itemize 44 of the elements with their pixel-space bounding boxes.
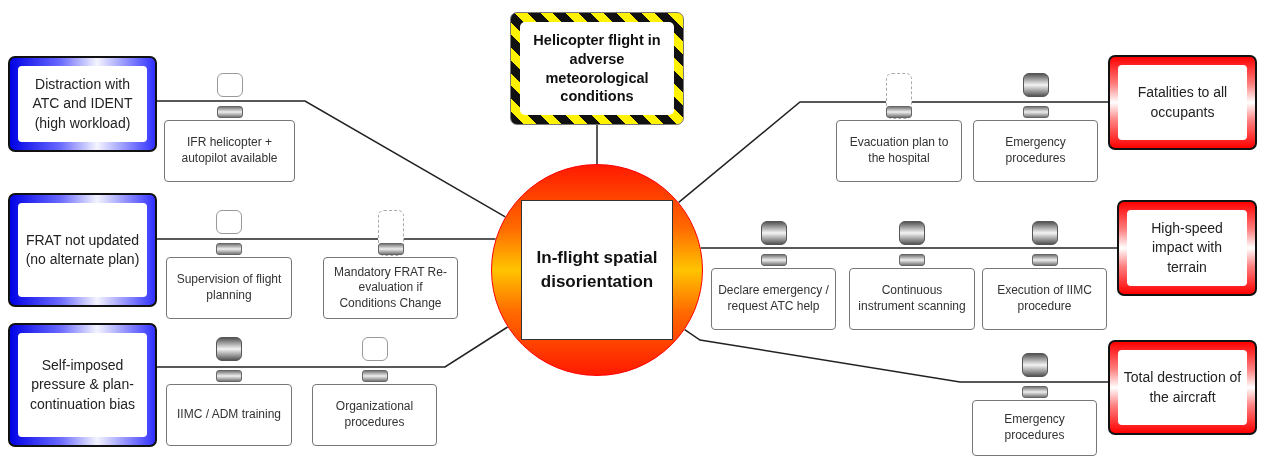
connector-line <box>156 238 497 240</box>
barrier-box <box>312 384 437 446</box>
barrier-box <box>973 120 1098 182</box>
threat-box <box>8 323 157 447</box>
consequence-label: High-speed impact with terrain <box>1127 210 1247 286</box>
barrier-label: Evacuation plan to the hospital <box>848 135 950 167</box>
barrier-box <box>982 268 1107 330</box>
barrier-label: Emergency procedures <box>1004 135 1067 167</box>
barrier-box <box>836 120 962 182</box>
hazard-sign-box <box>510 12 684 125</box>
barrier-label: Continuous instrument scanning <box>857 283 967 315</box>
barrier-box <box>972 400 1097 456</box>
connector-line <box>699 247 1118 249</box>
barrier-label: Organizational procedures <box>334 399 415 431</box>
connector-line <box>156 326 509 368</box>
barrier-label: Supervision of flight planning <box>175 272 283 304</box>
top-event-label: In-flight spatial disorientation <box>521 200 673 340</box>
barrier-label: Mandatory FRAT Re-evaluation if Conditions Change <box>333 264 448 312</box>
barrier-label: IIMC / ADM training <box>177 407 281 423</box>
barrier-box <box>711 268 836 330</box>
barrier-label: Emergency procedures <box>1003 412 1066 444</box>
consequence-label: Total destruction of the aircraft <box>1118 350 1247 425</box>
barrier-box <box>164 120 295 182</box>
hazard-label: Helicopter flight in adverse meteorological conditions <box>520 22 674 115</box>
barrier-box <box>166 384 292 446</box>
threat-label: FRAT not updated (no alternate plan) <box>18 203 147 297</box>
barrier-label: IFR helicopter + autopilot available <box>180 135 279 167</box>
barrier-label: Execution of IIMC procedure <box>996 283 1093 315</box>
connector-line <box>677 101 1109 204</box>
threat-label: Distraction with ATC and IDENT (high workload) <box>18 66 147 142</box>
barrier-label: Declare emergency / request ATC help <box>718 283 829 315</box>
consequence-box <box>1108 55 1257 150</box>
barrier-box <box>849 268 975 330</box>
threat-box <box>8 193 157 307</box>
threat-box <box>8 56 157 152</box>
connector-line <box>156 100 507 218</box>
consequence-box <box>1117 200 1257 296</box>
consequence-label: Fatalities to all occupants <box>1118 65 1247 140</box>
consequence-box <box>1108 340 1257 435</box>
threat-label: Self-imposed pressure & plan-continuation bias <box>18 333 147 437</box>
barrier-box <box>166 257 292 319</box>
connector-line <box>596 124 598 165</box>
barrier-box <box>323 257 458 319</box>
connector-line <box>683 328 1109 383</box>
